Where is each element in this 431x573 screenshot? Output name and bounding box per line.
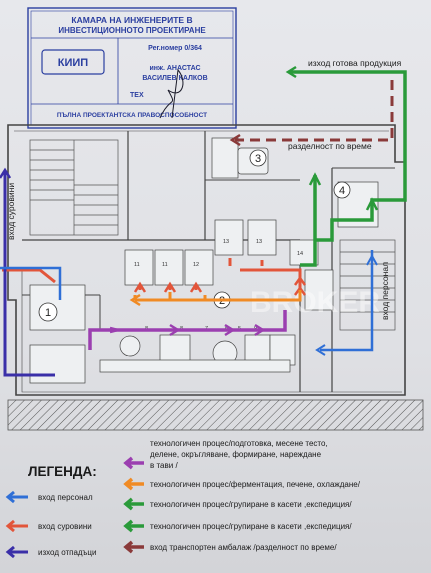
arrow-icon — [123, 497, 144, 511]
equip-num: 13 — [223, 239, 229, 245]
stamp-name1: инж. АНАСТАС — [149, 65, 200, 72]
flow-finished-product — [285, 65, 407, 267]
stamp-name2: ВАСИЛЕВ КАЛКОВ — [142, 75, 207, 82]
equip-num: 11 — [162, 262, 168, 268]
arrow-icon — [123, 540, 144, 554]
stamp-line1: КАМАРА НА ИНЖЕНЕРИТЕ В — [71, 15, 192, 25]
legend-item-staff: вход персонал — [5, 490, 93, 504]
equip-num: 11 — [134, 262, 140, 268]
arrow-icon — [123, 477, 144, 491]
label-staff-input: вход персонал — [380, 262, 390, 320]
svg-text:изход отпадъци: изход отпадъци — [38, 548, 96, 557]
room-4: 4 — [339, 185, 345, 197]
legend-item-expedition-b: технологичен процес/групиране в касети ,… — [123, 519, 352, 533]
label-exit-product: изход готова продукция — [308, 58, 402, 68]
svg-text:технологичен процес/групиране: технологичен процес/групиране в касети ,… — [150, 500, 352, 509]
arrow-icon — [5, 490, 28, 504]
legend-item-packaging: вход транспортен амбалаж /разделност по … — [123, 540, 337, 554]
room-1: 1 — [45, 307, 51, 319]
flow-packaging — [229, 80, 394, 147]
watermark: BROKER — [250, 286, 380, 319]
flow-staff — [315, 250, 378, 356]
staircase-right — [339, 239, 396, 331]
stamp-footer: ПЪЛНА ПРОЕКТАНТСКА ПРАВОСПОСОБНОСТ — [57, 112, 207, 119]
legend-item-waste: изход отпадъци — [5, 545, 96, 559]
stamp-line2: ИНВЕСТИЦИОННОТО ПРОЕКТИРАНЕ — [58, 26, 206, 35]
svg-text:делене, окръгляване, формиране: делене, окръгляване, формиране, нареждан… — [150, 450, 322, 459]
hatched-sidewalk — [7, 399, 424, 431]
legend-item-baking: технологичен процес/ферментация, печене,… — [123, 477, 361, 491]
legend-item-expedition-a: технологичен процес/групиране в касети ,… — [123, 497, 352, 511]
svg-text:вход суровини: вход суровини — [38, 522, 92, 531]
svg-text:технологичен процес/ферментаци: технологичен процес/ферментация, печене,… — [150, 480, 361, 489]
arrow-icon — [5, 519, 28, 533]
flow-baking — [129, 290, 302, 307]
stamp-reg: Рег.номер 0/364 — [148, 45, 202, 52]
equip-num: 14 — [297, 251, 303, 257]
svg-text:в тави /: в тави / — [150, 461, 178, 470]
arrow-icon — [5, 545, 28, 559]
equipment — [29, 137, 379, 384]
svg-text:вход транспортен амбалаж /разд: вход транспортен амбалаж /разделност по … — [150, 543, 337, 552]
equip-num: 13 — [256, 239, 262, 245]
legend: ЛЕГЕНДА: вход персонал вход суровини изх… — [5, 439, 361, 559]
arrow-icon — [123, 456, 144, 470]
legend-item-raw: вход суровини — [5, 519, 92, 533]
room-3: 3 — [255, 153, 261, 165]
equip-num: 12 — [193, 262, 199, 268]
svg-text:вход персонал: вход персонал — [38, 493, 93, 502]
signature — [159, 68, 184, 119]
stamp-logo: КИИП — [58, 57, 89, 69]
label-raw-input: вход суровини — [6, 183, 16, 240]
legend-title: ЛЕГЕНДА: — [28, 464, 97, 479]
stamp-tex: ТЕХ — [130, 92, 144, 99]
label-time-separation: разделност по време — [288, 141, 372, 151]
legend-item-preparation: технологичен процес/подготовка, месене т… — [123, 439, 328, 470]
svg-text:технологичен процес/подготовка: технологичен процес/подготовка, месене т… — [150, 439, 328, 448]
svg-text:технологичен процес/групиране: технологичен процес/групиране в касети ,… — [150, 522, 352, 531]
flow-staff-left — [0, 266, 62, 300]
flow-preparation — [88, 310, 287, 350]
staircase — [29, 139, 119, 236]
engineer-stamp: КАМАРА НА ИНЖЕНЕРИТЕ В ИНВЕСТИЦИОННОТО П… — [27, 7, 237, 129]
arrow-icon — [123, 519, 144, 533]
stamp-logo-box — [41, 49, 105, 75]
flow-waste — [0, 167, 55, 377]
